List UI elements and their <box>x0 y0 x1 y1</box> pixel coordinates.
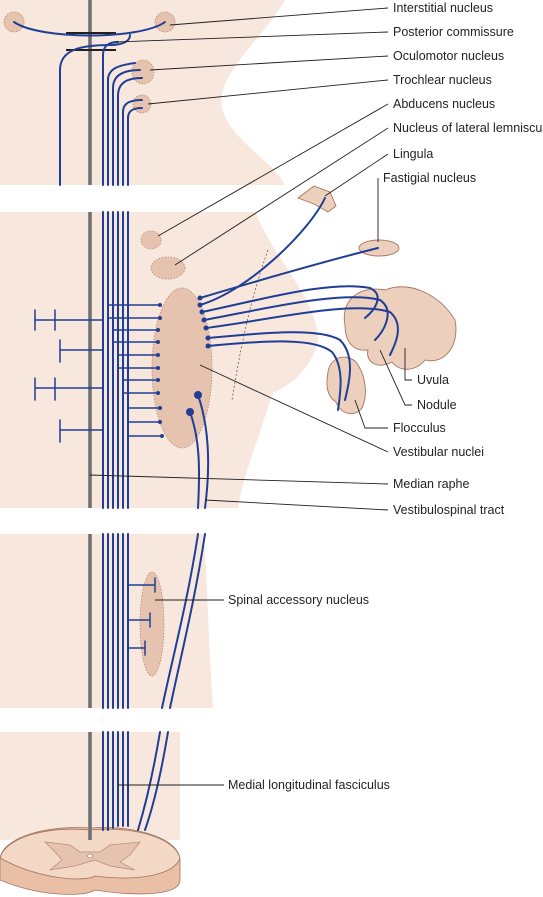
label-fastigial-nucleus: Fastigial nucleus <box>383 171 476 185</box>
mlf-bundle-pons <box>102 211 129 509</box>
label-medial-longitudinal-fasciculus: Medial longitudinal fasciculus <box>228 778 390 792</box>
label-oculomotor-nucleus: Oculomotor nucleus <box>393 49 504 63</box>
lateral-lemniscus-nucleus-shape <box>150 256 186 280</box>
lingula-shape <box>297 185 337 213</box>
label-uvula: Uvula <box>417 373 449 387</box>
uvula-nodule-shape <box>343 286 457 370</box>
midbrain-block <box>0 0 285 185</box>
label-flocculus: Flocculus <box>393 421 446 435</box>
vestibular-crossing-fibers <box>107 303 164 438</box>
spinal-accessory-nucleus-shape <box>139 571 165 677</box>
label-median-raphe: Median raphe <box>393 477 469 491</box>
abducens-nucleus-shape <box>140 230 162 250</box>
mlf-bundle-upper-cord <box>102 533 206 709</box>
vestibulocerebellar-fibers <box>197 197 399 411</box>
flocculus-shape <box>326 356 366 415</box>
dashed-boundary <box>231 249 269 401</box>
label-vestibulospinal-tract: Vestibulospinal tract <box>393 503 505 517</box>
vestibulospinal-tract-fibers <box>186 391 210 509</box>
label-interstitial-nucleus: Interstitial nucleus <box>393 1 493 15</box>
vestibular-nuclei-shape <box>151 287 213 449</box>
upper-cord-block <box>0 534 213 708</box>
label-spinal-accessory-nucleus: Spinal accessory nucleus <box>228 593 369 607</box>
spinal-cord-section <box>0 827 181 895</box>
label-lingula: Lingula <box>393 147 433 161</box>
label-nucleus-lateral-lemniscus: Nucleus of lateral lemniscus <box>393 121 543 135</box>
label-nodule: Nodule <box>417 398 457 412</box>
contralateral-terminals <box>34 309 104 443</box>
mlf-bundle-lower-cord <box>102 731 169 831</box>
label-trochlear-nucleus: Trochlear nucleus <box>393 73 492 87</box>
midbrain-fibers <box>13 21 166 186</box>
label-posterior-commissure: Posterior commissure <box>393 25 514 39</box>
label-abducens-nucleus: Abducens nucleus <box>393 97 495 111</box>
leader-lines <box>89 7 412 786</box>
label-vestibular-nuclei: Vestibular nuclei <box>393 445 484 459</box>
